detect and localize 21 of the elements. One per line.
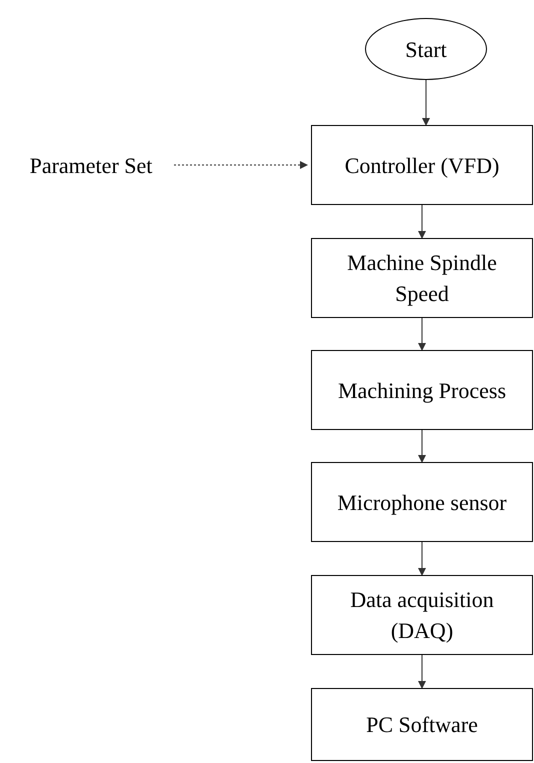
- node-text: Data acquisition (DAQ): [349, 586, 495, 645]
- process-box: [311, 350, 533, 430]
- arrow: [418, 430, 426, 463]
- node-text: Machine Spindle Speed: [346, 249, 498, 308]
- node-text: Machining Process: [338, 376, 506, 405]
- node-text: Parameter Set: [30, 152, 152, 180]
- process-box: [311, 575, 533, 655]
- node-text: Start: [405, 36, 447, 64]
- arrow: [418, 204, 426, 239]
- node-text: PC Software: [366, 711, 478, 739]
- arrow: [174, 161, 308, 169]
- process-box: [311, 462, 533, 542]
- process-box: [311, 238, 533, 318]
- node-text: Microphone sensor: [337, 488, 507, 517]
- process-box: [311, 688, 533, 761]
- arrow: [418, 654, 426, 689]
- arrow: [422, 80, 430, 126]
- arrow: [418, 542, 426, 576]
- process-box: [311, 125, 533, 205]
- node-text: Controller (VFD): [344, 152, 500, 180]
- arrow: [418, 318, 426, 351]
